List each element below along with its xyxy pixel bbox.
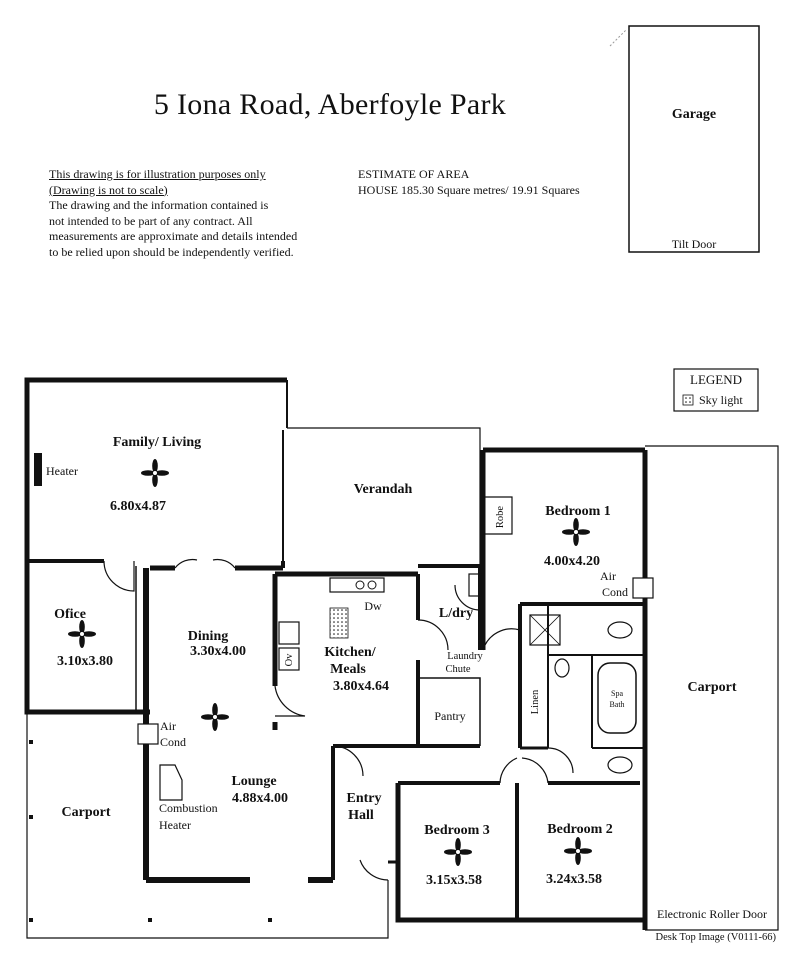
disclaimer-line: measurements are approximate and details… (49, 229, 298, 243)
aircond-label: Air (600, 569, 616, 583)
room-family-name: Family/ Living (113, 435, 201, 450)
aircond-label: Air (160, 719, 176, 733)
legend-skylight: Sky light (699, 393, 743, 407)
room-kitchen-name: Meals (330, 662, 366, 677)
wall-pantry (420, 677, 481, 746)
shower-icon (529, 614, 561, 646)
entry-label: Hall (348, 808, 374, 823)
wall-spa (591, 655, 645, 749)
garage-mark (609, 29, 627, 47)
dishwasher-label: Dw (364, 599, 382, 613)
air-conditioner-icon (137, 723, 159, 745)
toilet-icon (607, 756, 633, 774)
robe-label: Robe (495, 506, 506, 529)
carport-posts (29, 740, 272, 922)
legend-title: LEGEND (690, 372, 742, 387)
pantry-label: Pantry (434, 709, 465, 723)
area-house: HOUSE 185.30 Square metres/ 19.91 Square… (358, 182, 580, 197)
disclaimer-line: The drawing and the information containe… (49, 198, 269, 212)
room-bed3-name: Bedroom 3 (424, 823, 489, 838)
footer-label: Desk Top Image (V0111-66) (655, 932, 776, 943)
sink-icon (329, 577, 385, 593)
door-swings (103, 558, 574, 881)
spa-label: Spa (611, 689, 623, 698)
area-estimate: ESTIMATE OF AREA HOUSE 185.30 Square met… (358, 167, 580, 198)
linen-label: Linen (530, 689, 541, 714)
legend-box (673, 368, 759, 412)
toilet-icon (607, 621, 633, 639)
spa-label: Bath (609, 700, 624, 709)
skylight-icon (329, 607, 349, 639)
ceiling-fan-icon (443, 837, 473, 867)
disclaimer: This drawing is for illustration purpose… (49, 167, 349, 260)
combustion-label: Combustion (159, 801, 218, 815)
room-bed2-name: Bedroom 2 (547, 822, 612, 837)
laundry-tub-icon (468, 573, 482, 597)
air-conditioner-icon (632, 577, 654, 599)
skylight-icon (682, 394, 694, 406)
entry-label: Entry (347, 791, 382, 806)
room-lounge-name: Lounge (231, 774, 276, 789)
basin-icon (554, 658, 570, 678)
garage-outline (628, 25, 760, 253)
robe-outline (483, 496, 513, 535)
laundry-label: L/dry (439, 606, 473, 621)
room-office-name: Ofice (54, 607, 86, 622)
carport-right-label: Carport (688, 680, 737, 695)
ceiling-fan-icon (200, 702, 230, 732)
oven-label: Ov (284, 653, 295, 667)
room-family-dims: 6.80x4.87 (110, 499, 166, 514)
page-title: 5 Iona Road, Aberfoyle Park (153, 88, 507, 121)
wall-bedrooms-bottom (395, 783, 645, 923)
heater-label: Heater (46, 464, 78, 478)
chute-label: Chute (445, 664, 470, 675)
heater-icon (34, 453, 42, 486)
verandah-label: Verandah (354, 482, 413, 497)
carport-left-outline (26, 712, 389, 939)
combustion-label: Heater (159, 818, 191, 832)
room-lounge-dims: 4.88x4.00 (232, 791, 288, 806)
oven-icon (278, 647, 300, 671)
room-bed1-name: Bedroom 1 (545, 504, 610, 519)
garage-door-label: Tilt Door (672, 237, 717, 251)
room-dining-name: Dining (188, 629, 228, 644)
disclaimer-line: to be relied upon should be independentl… (49, 244, 294, 259)
room-bed2-dims: 3.24x3.58 (546, 872, 602, 887)
cooktop-icon (278, 621, 300, 645)
garage-label: Garage (672, 107, 716, 122)
ceiling-fan-icon (561, 517, 591, 547)
room-bed3-dims: 3.15x3.58 (426, 873, 482, 888)
spa-bath-icon (597, 662, 637, 734)
wall-bath (547, 604, 645, 748)
carport-right-outline (645, 445, 779, 931)
room-bed1-dims: 4.00x4.20 (544, 554, 600, 569)
disclaimer-line: This drawing is for illustration purpose… (49, 167, 266, 181)
verandah-outline (287, 427, 481, 566)
aircond-label: Cond (160, 735, 186, 749)
room-kitchen-dims: 3.80x4.64 (333, 679, 389, 694)
ceiling-fan-icon (140, 458, 170, 488)
carport-left-label: Carport (62, 805, 111, 820)
room-kitchen-name: Kitchen/ (324, 645, 376, 660)
disclaimer-line: (Drawing is not to scale) (49, 182, 168, 197)
area-heading: ESTIMATE OF AREA (358, 167, 470, 181)
ceiling-fan-icon (563, 836, 593, 866)
ceiling-fan-icon (67, 619, 97, 649)
roller-door-label: Electronic Roller Door (657, 907, 767, 921)
disclaimer-line: not intended to be part of any contract.… (49, 213, 253, 228)
wall-family-outer (24, 377, 287, 561)
chute-label: Laundry (447, 651, 483, 662)
room-dining-dims: 3.30x4.00 (190, 644, 246, 659)
room-office-dims: 3.10x3.80 (57, 654, 113, 669)
aircond-label: Cond (602, 585, 628, 599)
combustion-heater-icon (159, 764, 183, 801)
